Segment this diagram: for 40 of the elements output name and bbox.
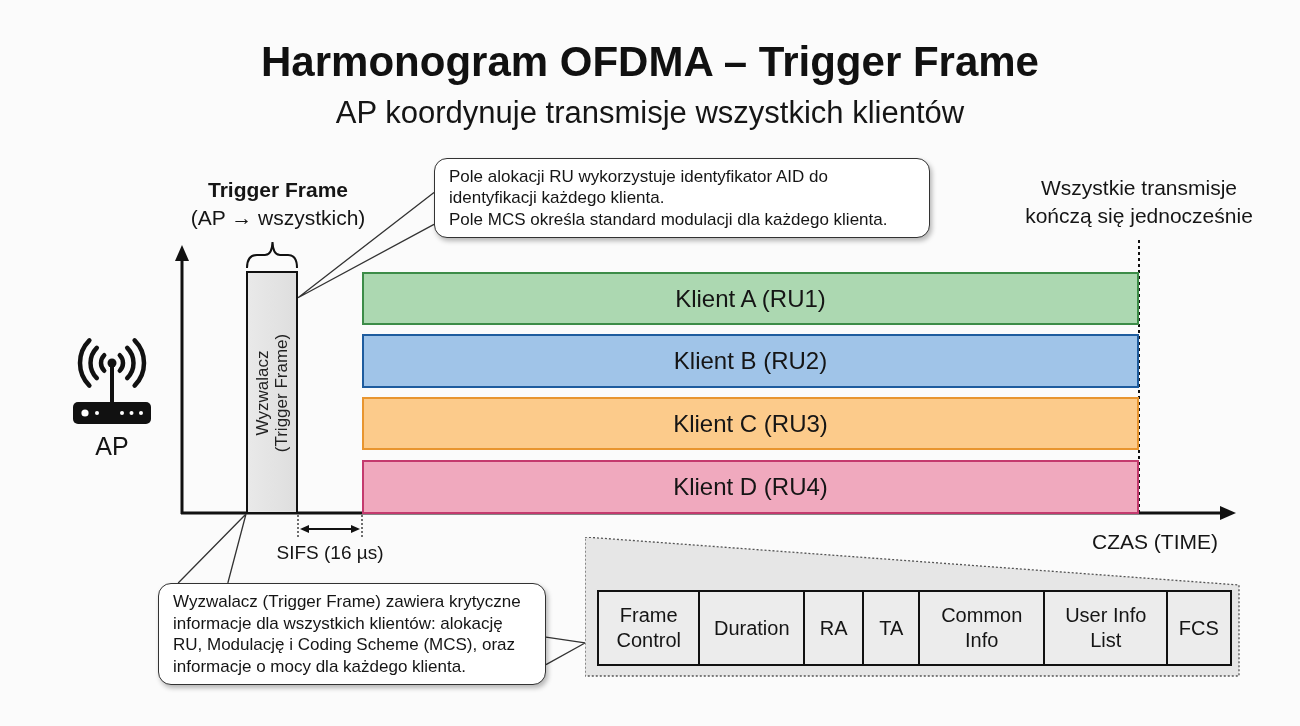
bar-label: Klient D (RU4) (673, 473, 828, 501)
bar-label: Wyzwalacz (Trigger Frame) (253, 332, 291, 454)
frame-field (1166, 590, 1232, 666)
callout-text: Pole alokacji RU wykorzystuje identyfikator AID do identyfikacji każdego klienta. (449, 165, 829, 209)
frame-field (698, 590, 806, 666)
frame-field (803, 590, 865, 666)
frame-field (597, 590, 701, 666)
transmission-bar (362, 460, 1139, 514)
title: Harmonogram OFDMA – Trigger Frame (260, 38, 1040, 86)
field-label: RA (819, 615, 848, 641)
callout-pointer (297, 191, 435, 299)
field-label: Frame Control (615, 603, 682, 653)
subtitle: AP koordynuje transmisje wszystkich klientów (334, 95, 966, 131)
bar-label: Klient C (RU3) (673, 409, 828, 438)
callout-text: Pole MCS określa standard modulacji dla każdego klienta. (449, 208, 889, 231)
device-label: AP (94, 431, 130, 461)
field-label: FCS (1178, 615, 1219, 641)
callout-bubble (158, 583, 546, 685)
callout-pointer (545, 636, 586, 666)
transmission-bar (362, 397, 1139, 450)
field-label: Duration (713, 615, 790, 641)
bar-heading: Trigger Frame (206, 177, 350, 203)
bar-label: Klient A (RU1) (675, 284, 826, 313)
field-label: User Info List (1064, 603, 1148, 653)
trigger-frame-bar (246, 271, 298, 514)
callout-text: Wyzwalacz (Trigger Frame) zawiera krytyczne informacje dla wszystkich klientów: alokację RU, Modulację i Coding Scheme (MCS), oraz informacje o mocy dla każdego klienta. (173, 591, 522, 677)
transmission-bar (362, 334, 1139, 388)
frame-field (918, 590, 1046, 666)
bar-label: Klient B (RU2) (673, 347, 828, 375)
frame-field (862, 590, 921, 666)
dimension-label: SIFS (16 µs) (275, 541, 385, 564)
transmission-bar (362, 272, 1139, 325)
field-label: Common Info (940, 603, 1024, 653)
field-label: TA (879, 615, 904, 641)
bar-heading: (AP → wszystkich) (189, 205, 367, 231)
callout-pointer (177, 513, 247, 584)
callout-bubble (434, 158, 930, 238)
axis-label: CZAS (TIME) (1091, 529, 1219, 554)
frame-field (1043, 590, 1169, 666)
annotation-text: Wszystkie transmisje kończą się jednocześnie (1024, 175, 1254, 229)
